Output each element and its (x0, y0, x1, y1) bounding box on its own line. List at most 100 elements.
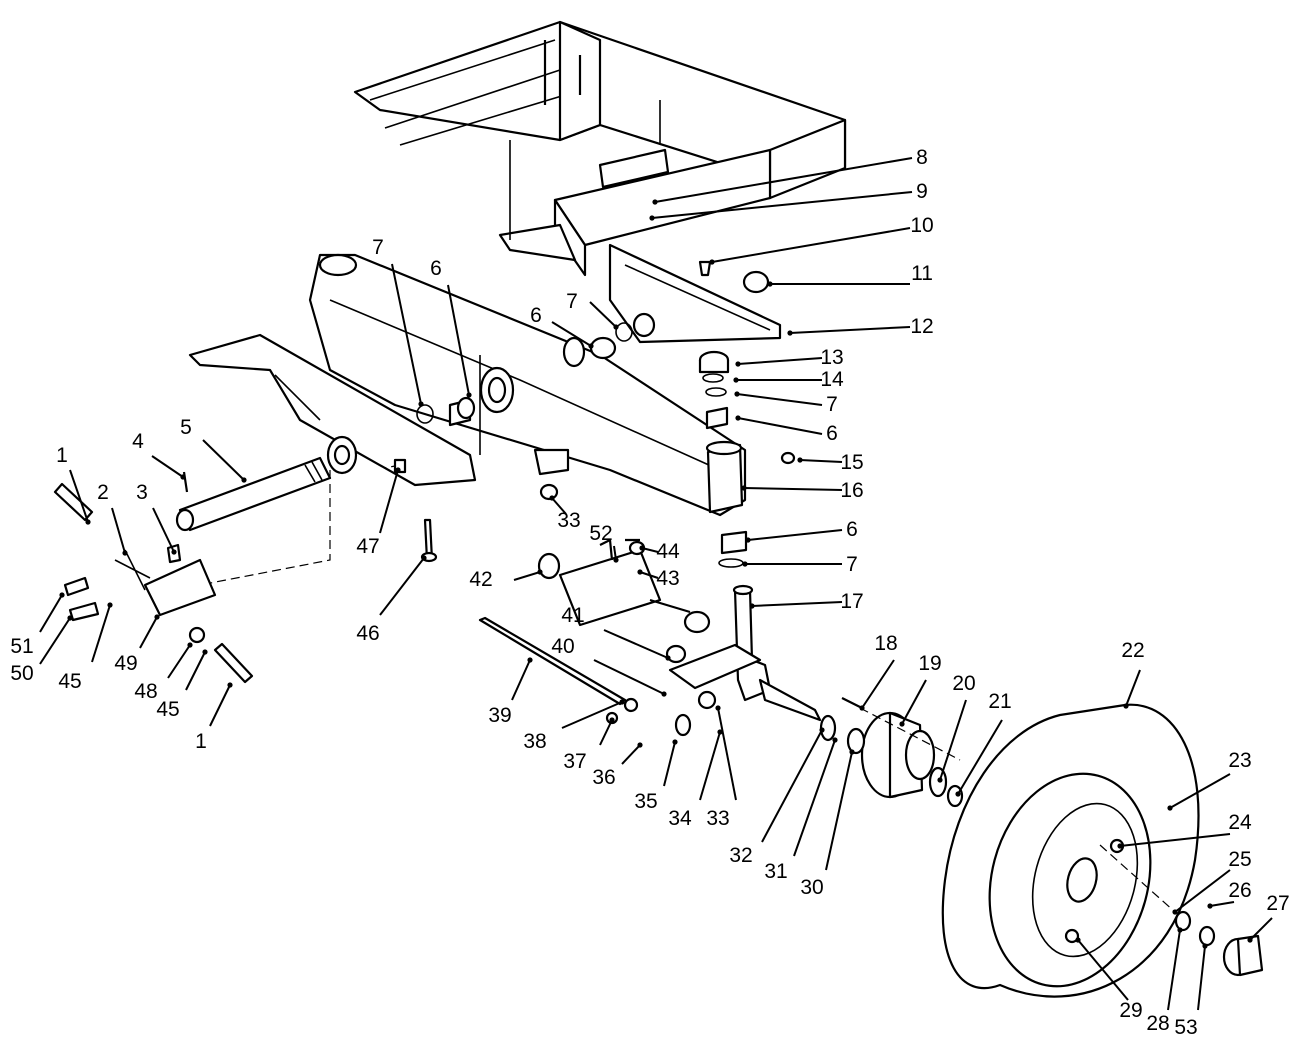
callout-leader-c41 (603, 629, 669, 659)
callout-label-c40: 40 (551, 635, 574, 658)
callout-label-c25: 25 (1228, 848, 1251, 871)
callout-leader-c33a (551, 497, 567, 515)
callout-label-c12: 12 (910, 315, 933, 338)
callout-dot-c31 (832, 737, 838, 743)
callout-leader-c8 (654, 157, 913, 203)
left-linkage (53, 482, 254, 684)
callout-leader-c4 (151, 455, 184, 478)
callout-leader-c7d (391, 263, 422, 405)
callout-label-c39: 39 (488, 704, 511, 727)
callout-dot-c17 (749, 603, 755, 609)
callout-dot-c45b (202, 649, 208, 655)
callout-label-c15: 15 (840, 451, 863, 474)
callout-label-c48: 48 (134, 680, 157, 703)
hub-cap (1174, 910, 1264, 977)
callout-label-c27: 27 (1266, 892, 1289, 915)
callout-label-c20: 20 (952, 672, 975, 695)
callout-dot-c21 (955, 791, 961, 797)
callout-leader-c15 (799, 459, 843, 463)
callout-label-c2: 2 (97, 481, 109, 504)
callout-leader-c29 (1077, 939, 1129, 1001)
callout-label-c21: 21 (988, 690, 1011, 713)
callout-dot-c24 (1117, 843, 1123, 849)
callout-leader-c39 (511, 659, 531, 701)
callout-dot-c33b (715, 705, 721, 711)
callout-leader-c24 (1119, 833, 1231, 847)
callout-label-c7b: 7 (846, 553, 858, 576)
callout-leader-c6d (447, 284, 470, 396)
callout-leader-c40 (593, 659, 665, 695)
callout-leader-c44 (641, 547, 659, 553)
callout-leader-c16 (743, 487, 843, 491)
callout-dot-c8 (652, 199, 658, 205)
callout-label-c10: 10 (910, 214, 933, 237)
callout-label-c16: 16 (840, 479, 863, 502)
callout-dot-c51 (59, 592, 65, 598)
callout-label-c17: 17 (840, 590, 863, 613)
callout-leader-c30 (825, 751, 853, 871)
tie-rod (478, 616, 627, 706)
callout-label-c9: 9 (916, 180, 928, 203)
callout-leader-c32 (761, 729, 823, 843)
callout-dot-c4 (180, 474, 186, 480)
callout-dot-c2 (122, 550, 128, 556)
callout-leader-c1b (209, 684, 231, 727)
callout-leader-c13 (737, 357, 823, 365)
callout-dot-c6c (588, 343, 594, 349)
callout-label-c7c: 7 (566, 290, 578, 313)
callout-leader-c42 (513, 571, 541, 581)
callout-dot-c42 (537, 569, 543, 575)
callout-dot-c44 (639, 545, 645, 551)
wheel-hub (819, 697, 964, 808)
callout-leader-c12 (789, 326, 911, 334)
callout-leader-c7c (589, 301, 617, 328)
callout-leader-c37 (599, 719, 613, 746)
callout-label-c35: 35 (634, 790, 657, 813)
callout-label-c50: 50 (10, 662, 33, 685)
callout-label-c52: 52 (589, 522, 612, 545)
callout-dot-c30 (849, 749, 855, 755)
callout-leader-c22 (1125, 669, 1141, 707)
callout-label-c7a: 7 (826, 393, 838, 416)
callout-dot-c19 (899, 721, 905, 727)
callout-leader-c43 (639, 571, 659, 579)
callout-dot-c28 (1177, 927, 1183, 933)
callout-dot-c23 (1167, 805, 1173, 811)
callout-leader-c5 (202, 439, 245, 481)
callout-dot-c7c (613, 324, 619, 330)
callout-label-c6d: 6 (430, 257, 442, 280)
callout-dot-c32 (819, 727, 825, 733)
axle-housing-tube (705, 440, 744, 514)
callout-label-c46: 46 (356, 622, 379, 645)
callout-leader-c21 (957, 719, 1003, 795)
callout-label-c41: 41 (561, 604, 584, 627)
pivot-pin (175, 456, 332, 532)
callout-leader-c9 (651, 191, 913, 219)
callout-leader-c46 (379, 557, 425, 616)
callout-dot-c47 (395, 467, 401, 473)
callout-leader-c31 (793, 739, 836, 857)
callout-dot-c39 (527, 657, 533, 663)
callout-dot-c46 (421, 555, 427, 561)
callout-dot-c41 (665, 655, 671, 661)
callout-leader-c2 (111, 507, 126, 554)
callout-dot-c38 (619, 699, 625, 705)
callout-leader-c10 (711, 227, 911, 263)
callout-leader-c51 (39, 594, 63, 633)
callout-dot-c34 (717, 729, 723, 735)
callout-label-c22: 22 (1121, 639, 1144, 662)
callout-dot-c7d (418, 401, 424, 407)
callout-dot-c40 (661, 691, 667, 697)
callout-leader-c6b (747, 529, 843, 541)
callout-dot-c52 (613, 557, 619, 563)
callout-dot-c49 (154, 614, 160, 620)
callout-label-c4: 4 (132, 430, 144, 453)
callout-dot-c35 (672, 739, 678, 745)
callout-leader-c3 (152, 507, 175, 553)
callout-dot-c18 (859, 705, 865, 711)
callout-leader-c50 (39, 617, 71, 665)
callout-leader-c35 (663, 741, 676, 787)
callout-leader-c48 (167, 644, 191, 679)
callout-dot-c6d (466, 392, 472, 398)
callout-dot-c53 (1202, 943, 1208, 949)
